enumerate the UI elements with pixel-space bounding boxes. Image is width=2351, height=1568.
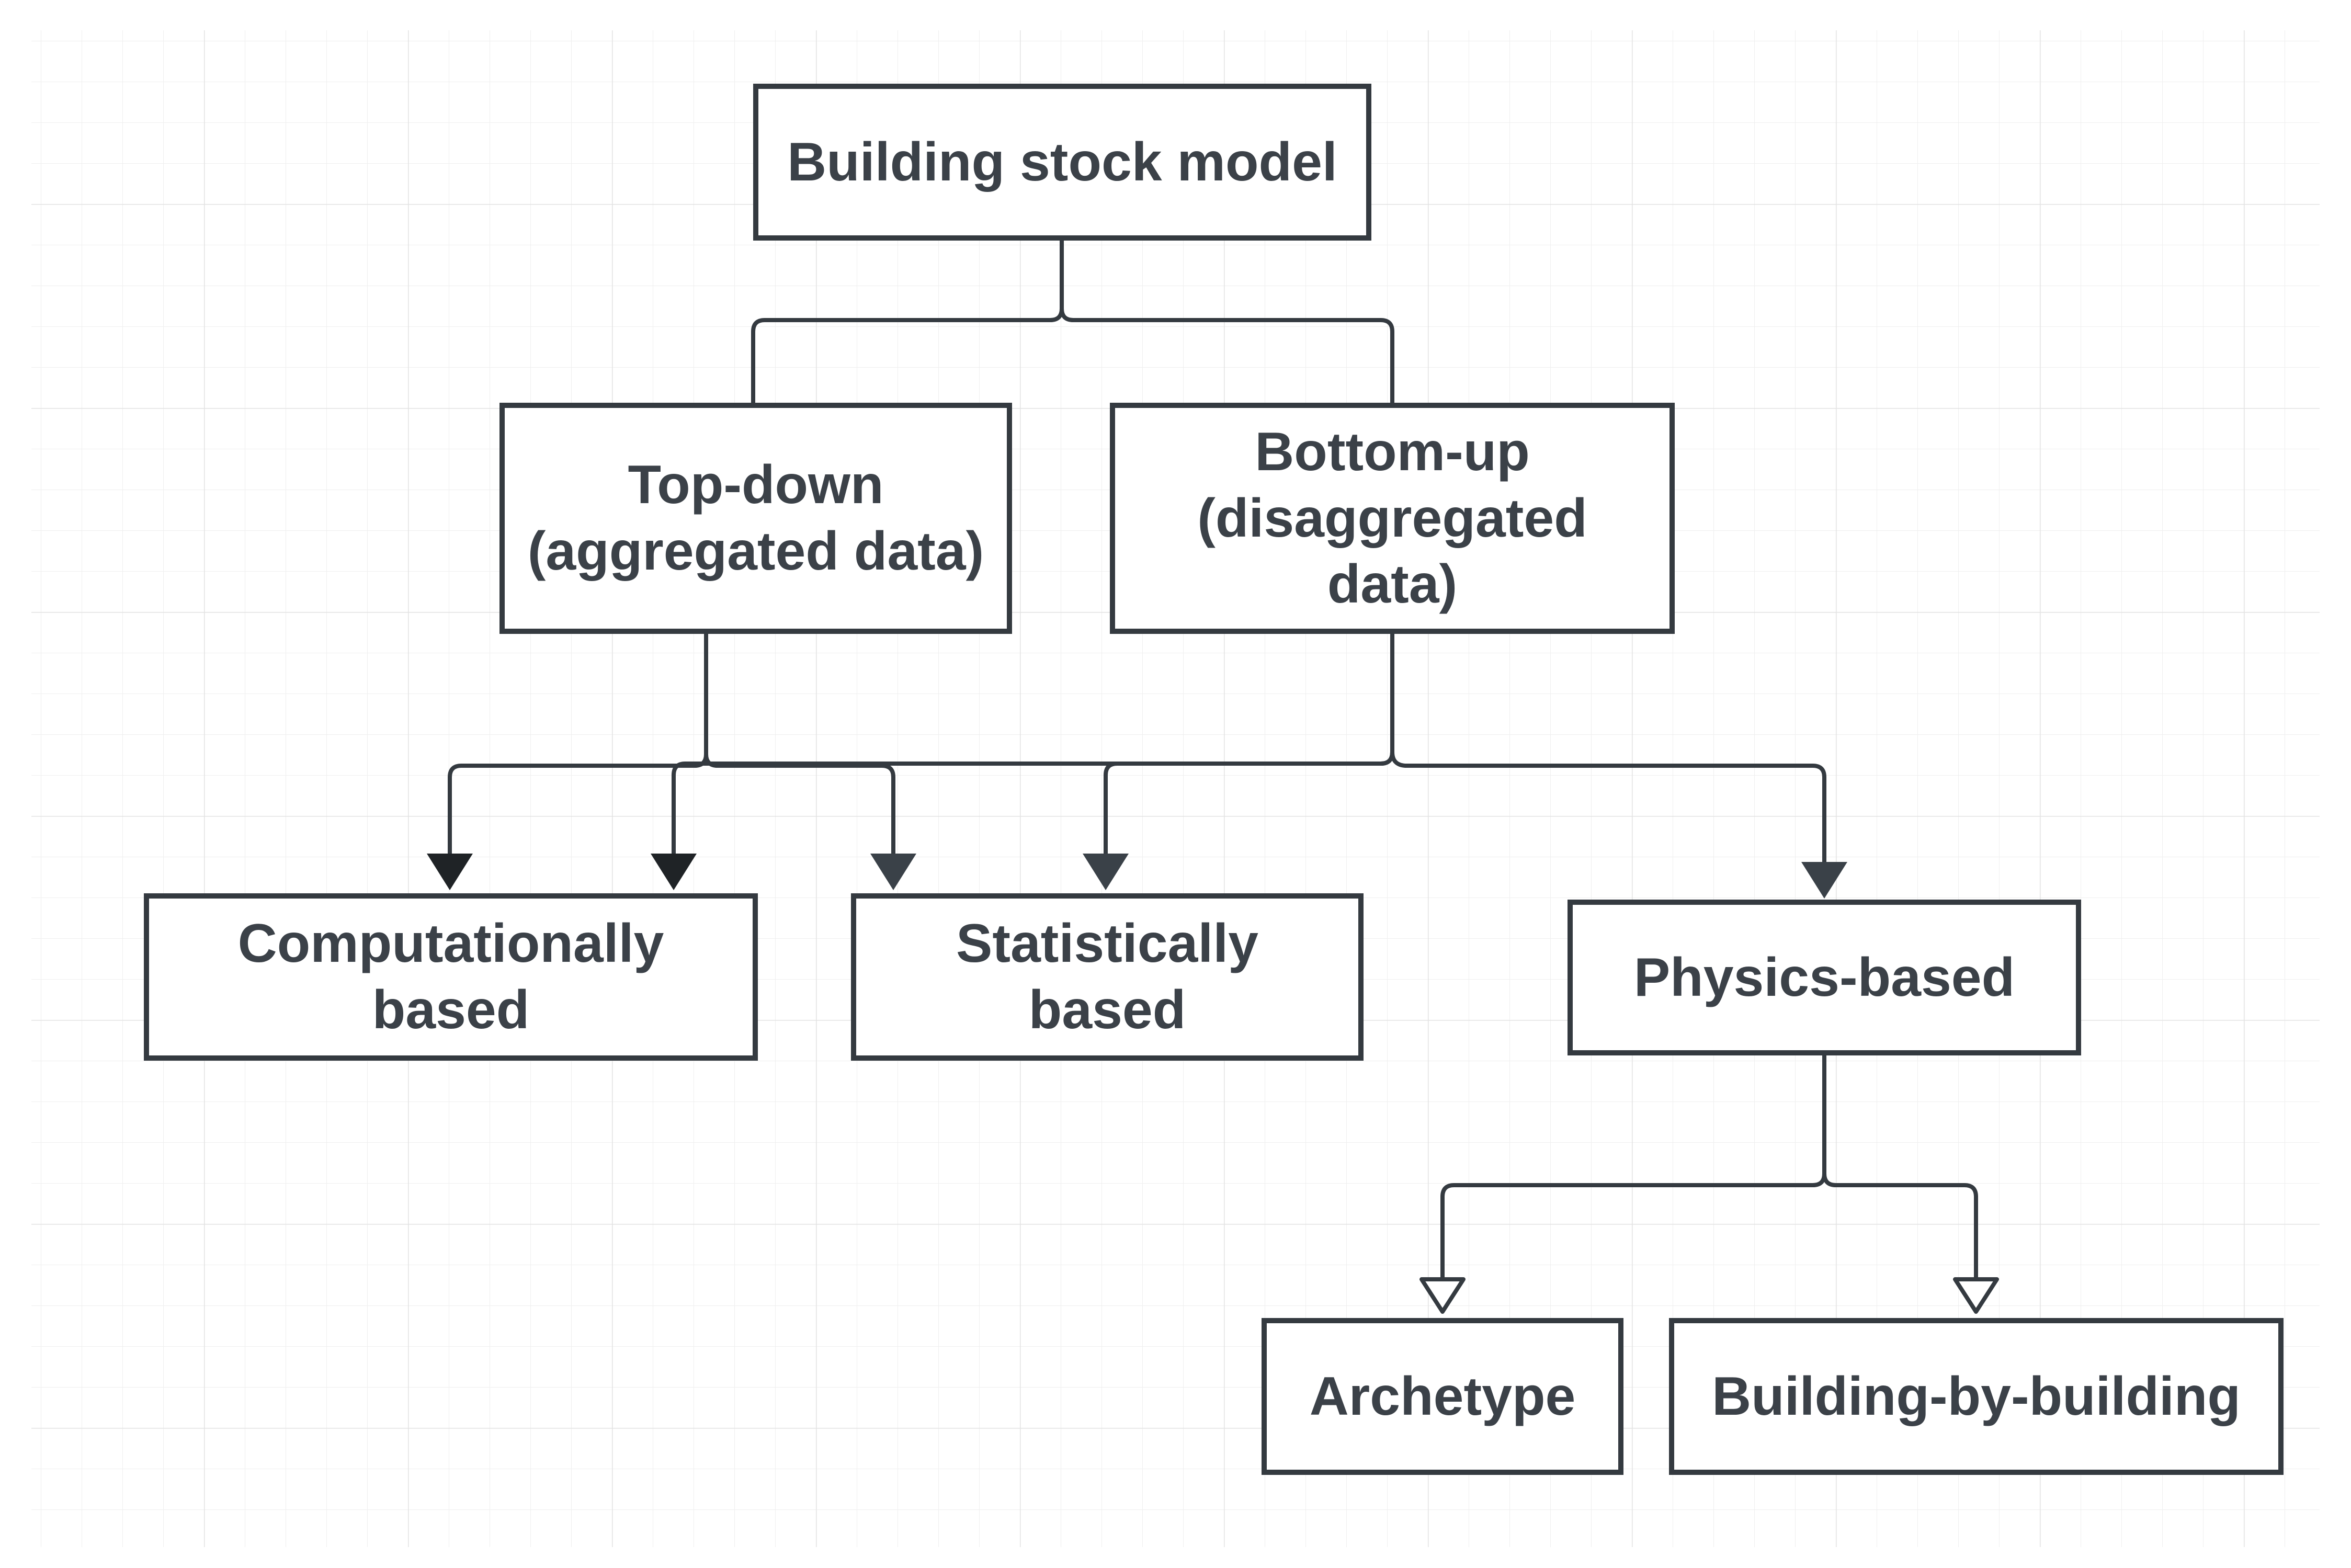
node-computationally-based: Computationally based (144, 893, 758, 1061)
arrowhead-open-icon (1953, 1277, 1999, 1314)
node-building-by-building: Building-by-building (1669, 1318, 2284, 1475)
arrowhead-open-icon (1419, 1277, 1466, 1314)
node-label-building-stock-model: Building stock model (787, 131, 1337, 192)
node-label-physics-based: Physics-based (1633, 947, 2015, 1008)
connector-top-down-to-computational (448, 752, 708, 863)
node-building-stock-model: Building stock model (753, 84, 1371, 241)
connector-physics-to-archetype (1440, 1172, 1826, 1281)
connector-lines (448, 238, 1978, 1281)
node-top-down: Top-down (aggregated data) (499, 403, 1012, 634)
connector-physics-to-building-by-building (1822, 1172, 1978, 1281)
connector-bottom-up-to-statistical (1104, 750, 1394, 863)
arrowhead-filled-icon (1801, 862, 1847, 899)
node-statistically-based: Statistically based (851, 893, 1364, 1061)
node-label-top-down: Top-down (aggregated data) (527, 455, 984, 582)
node-label-statistically-based: Statistically based (956, 913, 1259, 1040)
connector-bottom-up-to-physics (1390, 750, 1826, 871)
node-label-computationally-based: Computationally based (237, 913, 664, 1040)
connector-model-to-bottom-up (1060, 306, 1394, 405)
arrowhead-filled-icon (651, 854, 697, 890)
arrowhead-filled-icon (427, 854, 473, 890)
node-archetype: Archetype (1262, 1318, 1623, 1475)
grid-background (31, 30, 2320, 1547)
node-physics-based: Physics-based (1568, 900, 2081, 1055)
node-label-building-by-building: Building-by-building (1712, 1366, 2241, 1427)
node-label-bottom-up: Bottom-up (disaggregated data) (1197, 421, 1587, 615)
arrowheads (427, 854, 1999, 1314)
node-bottom-up: Bottom-up (disaggregated data) (1110, 403, 1675, 634)
arrowhead-filled-icon (870, 854, 916, 890)
arrowhead-filled-icon (1083, 854, 1129, 890)
node-label-archetype: Archetype (1309, 1366, 1576, 1427)
